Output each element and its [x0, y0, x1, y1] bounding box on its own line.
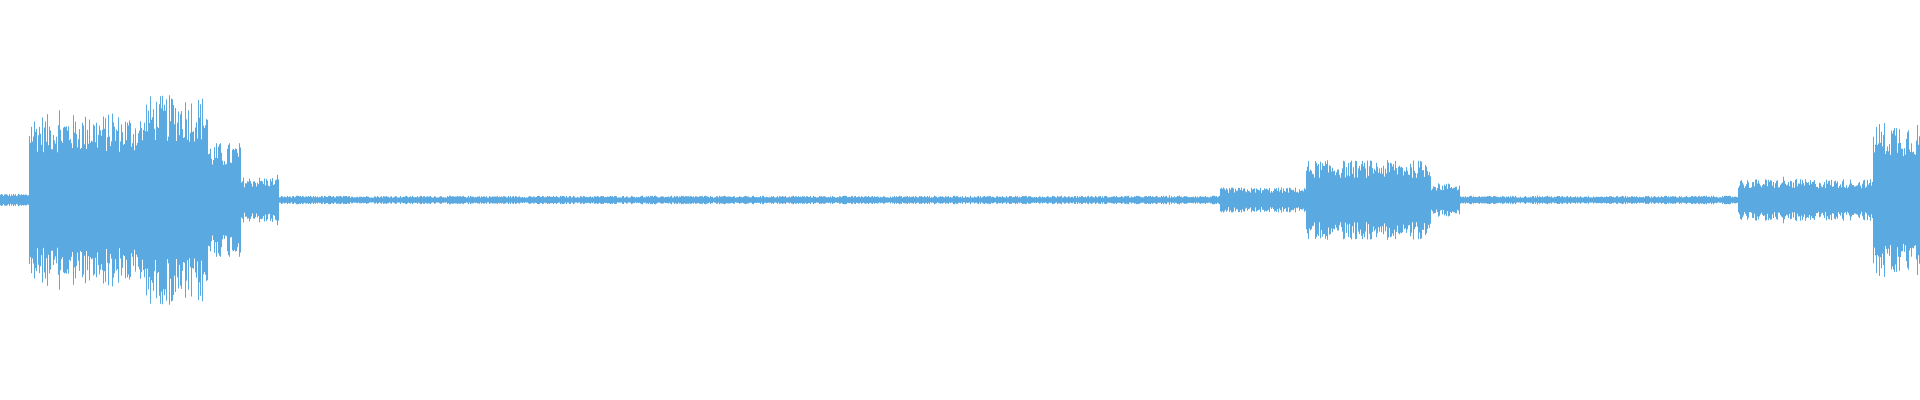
waveform-container	[0, 95, 1920, 305]
audio-waveform	[0, 95, 1920, 305]
